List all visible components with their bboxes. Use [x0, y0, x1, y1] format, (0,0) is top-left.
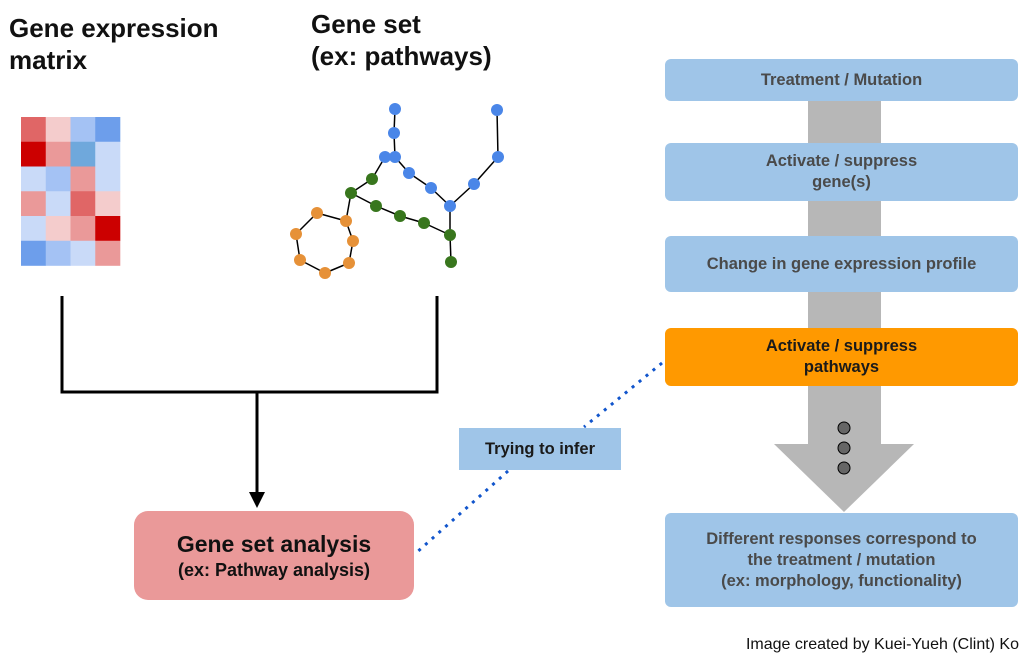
ellipsis-dot-1 [837, 421, 851, 435]
analysis-title: Gene set analysis [176, 530, 372, 557]
heading-geneset-line-2: (ex: pathways) [311, 41, 492, 71]
flow-step-activate-pathways: Activate / suppress pathways [665, 328, 1018, 386]
network-node-blue [389, 103, 401, 115]
heatmap-cell [45, 191, 71, 217]
network-node-blue [444, 200, 456, 212]
heatmap-cell [21, 216, 47, 242]
network-node-orange [294, 254, 306, 266]
ellipsis-dot-3 [837, 461, 851, 475]
infer-dotted-line-upper [583, 361, 663, 429]
heatmap-cell [95, 141, 121, 167]
image-credit: Image created by Kuei-Yueh (Clint) Ko [745, 636, 1019, 653]
heatmap-cell [95, 191, 121, 217]
flow-step-treatment: Treatment / Mutation [665, 59, 1018, 101]
flow-step-responses: Different responses correspond to the tr… [665, 513, 1018, 607]
heatmap-cell [70, 141, 96, 167]
heatmap-cell [95, 117, 121, 143]
heading-matrix-line-2: matrix [9, 45, 88, 75]
network-node-green [418, 217, 430, 229]
ellipsis-dot-2 [837, 441, 851, 455]
heatmap-cell [70, 117, 96, 143]
network-node-blue [389, 151, 401, 163]
gene-expression-heatmap [21, 117, 121, 266]
heatmap-cell [21, 166, 47, 192]
network-node-green [445, 256, 457, 268]
heading-geneset-line-1: Gene set [311, 9, 421, 39]
flow-step-5-line-2: the treatment / mutation [747, 550, 936, 569]
heatmap-cell [95, 240, 121, 266]
network-node-blue [388, 127, 400, 139]
flow-step-4-line-2: pathways [803, 358, 880, 376]
heatmap-cell [45, 117, 71, 143]
arrow-to-analysis [249, 492, 265, 508]
network-node-orange [340, 215, 352, 227]
network-node-green [444, 229, 456, 241]
heading-expression-matrix: Gene expression matrix [9, 12, 219, 76]
network-node-green [370, 200, 382, 212]
heatmap-cell [45, 141, 71, 167]
network-node-blue [491, 104, 503, 116]
infer-dotted-line-lower [415, 469, 509, 555]
flow-step-expression-change: Change in gene expression profile [665, 236, 1018, 292]
network-node-orange [347, 235, 359, 247]
network-node-green [345, 187, 357, 199]
network-node-blue [468, 178, 480, 190]
flow-step-5-line-1: Different responses correspond to [706, 529, 977, 548]
gene-set-analysis-box: Gene set analysis (ex: Pathway analysis) [134, 511, 414, 600]
heatmap-cell [21, 240, 47, 266]
network-node-orange [290, 228, 302, 240]
heading-matrix-line-1: Gene expression [9, 13, 219, 43]
network-edge [473, 156, 499, 185]
network-node-green [366, 173, 378, 185]
network-node-blue [425, 182, 437, 194]
flow-arrow-head [774, 444, 914, 512]
network-node-orange [319, 267, 331, 279]
flow-step-2-line-1: Activate / suppress [765, 152, 918, 170]
bracket-connector [60, 296, 439, 394]
network-node-orange [343, 257, 355, 269]
trying-to-infer-label: Trying to infer [459, 428, 621, 470]
heatmap-cell [70, 240, 96, 266]
network-node-blue [492, 151, 504, 163]
flow-step-activate-genes: Activate / suppress gene(s) [665, 143, 1018, 201]
heatmap-cell [95, 216, 121, 242]
heatmap-cell [70, 191, 96, 217]
heatmap-cell [21, 117, 47, 143]
heatmap-cell [21, 141, 47, 167]
heatmap-cell [45, 240, 71, 266]
network-node-orange [311, 207, 323, 219]
flow-step-1-line-1: Treatment / Mutation [760, 70, 923, 89]
flow-step-5-line-3: (ex: morphology, functionality) [721, 571, 962, 590]
heatmap-cell [45, 216, 71, 242]
gene-set-network [290, 103, 504, 279]
heatmap-cell [45, 166, 71, 192]
heading-gene-set: Gene set (ex: pathways) [311, 8, 492, 72]
heatmap-cell [95, 166, 121, 192]
network-node-green [394, 210, 406, 222]
heatmap-cell [70, 166, 96, 192]
heatmap-cell [21, 191, 47, 217]
network-edge [496, 109, 499, 158]
flow-step-4-line-1: Activate / suppress [765, 337, 918, 355]
network-node-blue [403, 167, 415, 179]
analysis-subtitle: (ex: Pathway analysis) [177, 559, 371, 580]
network-node-blue [379, 151, 391, 163]
flow-step-2-line-2: gene(s) [812, 173, 871, 191]
flow-step-3-line-1: Change in gene expression profile [706, 254, 977, 273]
heatmap-cell [70, 216, 96, 242]
